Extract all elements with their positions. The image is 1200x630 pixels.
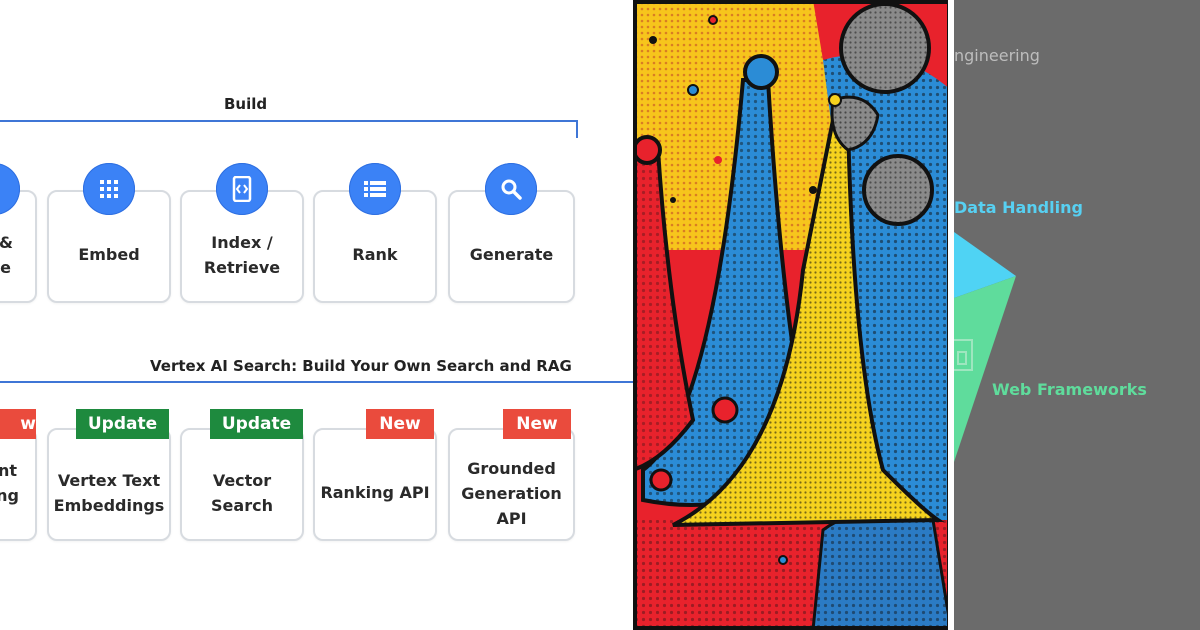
build-card-rank[interactable]: Rank bbox=[313, 190, 437, 303]
new-badge: w bbox=[0, 409, 36, 439]
panel-separator bbox=[948, 0, 954, 630]
search-card-ranking-api[interactable]: Ranking API bbox=[313, 428, 437, 541]
card-label-line1: Embed bbox=[78, 245, 140, 264]
web-frameworks-segment bbox=[954, 276, 1016, 462]
build-card-generate[interactable]: Generate bbox=[448, 190, 575, 303]
card-label-line1: Vector bbox=[212, 471, 272, 490]
web-icon bbox=[954, 339, 973, 371]
card-label-line1: nt bbox=[0, 461, 17, 480]
grid-icon bbox=[83, 163, 135, 215]
search-card-partial[interactable]: nt ng bbox=[0, 428, 37, 541]
code-doc-icon bbox=[216, 163, 268, 215]
build-bracket bbox=[0, 120, 578, 138]
card-label-line1: Grounded bbox=[467, 459, 556, 478]
card-label-line1: Generate bbox=[469, 245, 554, 264]
search-section-line bbox=[0, 381, 633, 383]
new-badge: New bbox=[366, 409, 434, 439]
card-label-line2: Retrieve bbox=[203, 258, 281, 277]
card-label-line1: & bbox=[0, 233, 13, 252]
skills-diagram-panel: ngineering Data Handling Web Frameworks bbox=[954, 0, 1200, 630]
data-handling-label: Data Handling bbox=[954, 198, 1083, 217]
card-label-line1: Index / bbox=[211, 233, 273, 252]
search-card-vector-search[interactable]: Vector Search bbox=[180, 428, 304, 541]
card-label-line2: ce bbox=[0, 258, 11, 277]
card-label-line2: ng bbox=[0, 486, 19, 505]
card-label-line1: Vertex Text bbox=[57, 471, 161, 490]
search-card-grounded-generation-api[interactable]: Grounded Generation API bbox=[448, 428, 575, 541]
card-label-line1: Ranking API bbox=[320, 483, 430, 502]
card-label-line2: Embeddings bbox=[53, 496, 165, 515]
card-label-line3: API bbox=[496, 509, 527, 528]
search-card-vertex-text-embeddings[interactable]: Vertex Text Embeddings bbox=[47, 428, 171, 541]
card-label-line2: Generation bbox=[461, 484, 562, 503]
partial-icon bbox=[0, 163, 20, 215]
list-icon bbox=[349, 163, 401, 215]
update-badge: Update bbox=[76, 409, 169, 439]
card-label-line1: Rank bbox=[352, 245, 398, 264]
new-badge: New bbox=[503, 409, 571, 439]
search-icon bbox=[485, 163, 537, 215]
build-title: Build bbox=[224, 95, 268, 113]
vertex-slide-panel: Build & ce Embed Index / Retrieve Rank bbox=[0, 95, 633, 541]
update-badge: Update bbox=[210, 409, 303, 439]
card-label-line2: Search bbox=[211, 496, 273, 515]
search-section-title: Vertex AI Search: Build Your Own Search … bbox=[150, 357, 572, 375]
pop-art-illustration bbox=[633, 0, 951, 630]
web-frameworks-label: Web Frameworks bbox=[992, 380, 1147, 399]
engineering-label: ngineering bbox=[954, 46, 1040, 65]
